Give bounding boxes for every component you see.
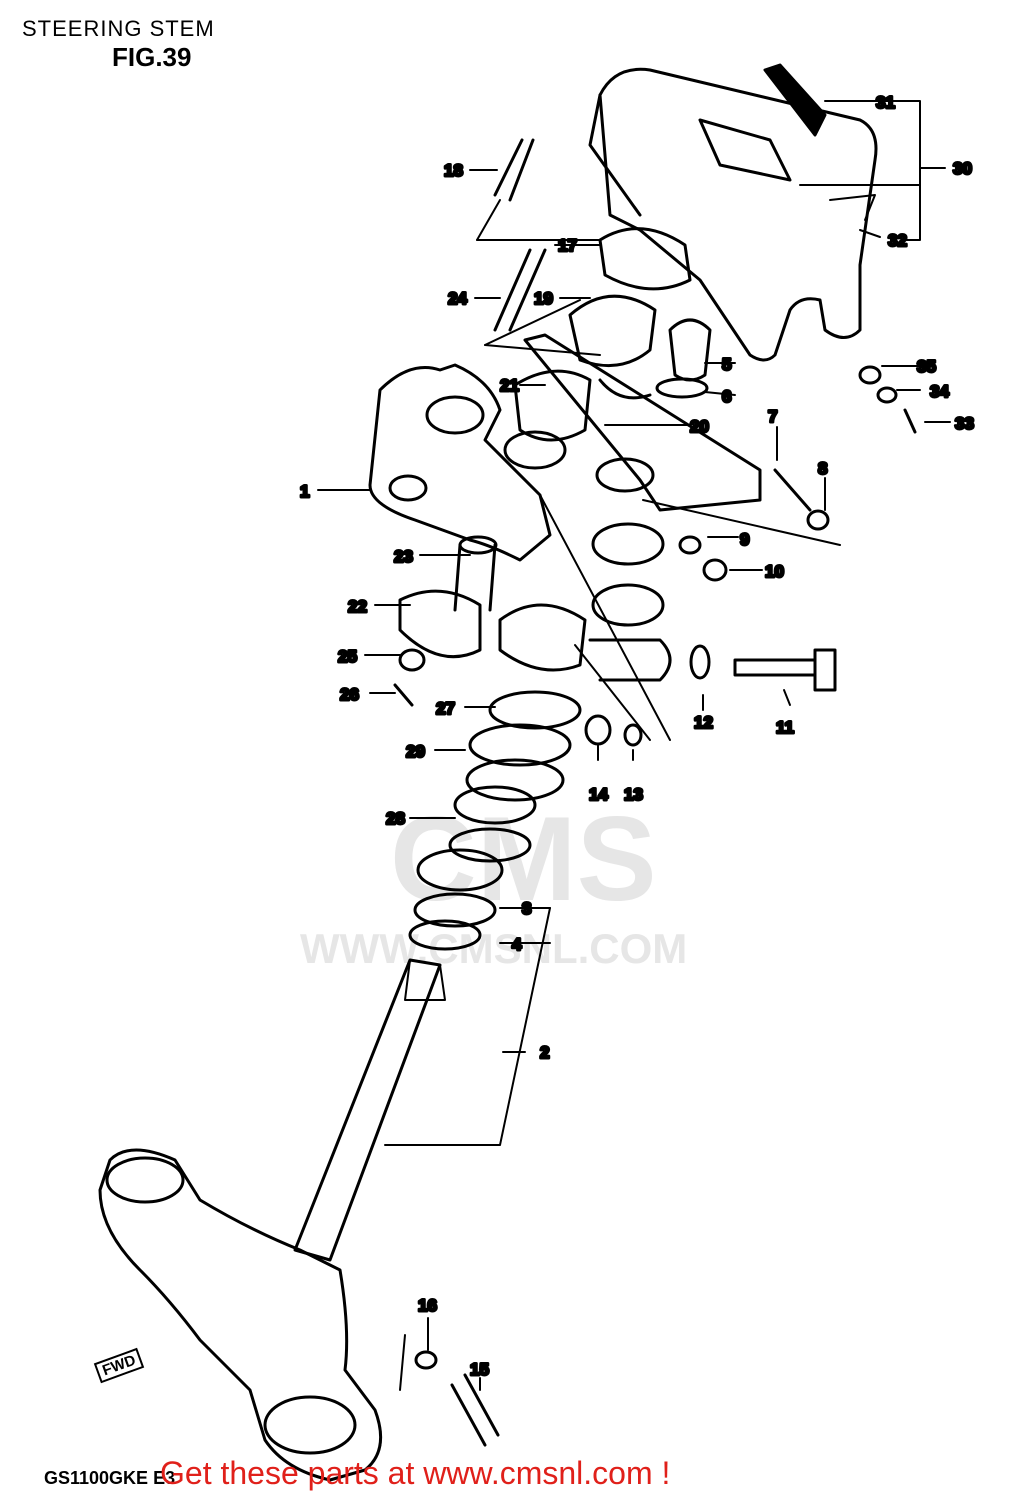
callout-13: 13: [624, 785, 643, 804]
callout-30: 30: [953, 159, 972, 178]
watermark-logo: CMS: [390, 792, 657, 926]
callout-15: 15: [470, 1360, 489, 1379]
callout-12: 12: [694, 713, 713, 732]
callout-23: 23: [394, 547, 413, 566]
callout-3: 3: [522, 899, 531, 918]
callout-7: 7: [768, 407, 777, 426]
callout-4: 4: [512, 935, 522, 954]
top-bracket: [523, 333, 762, 512]
callout-18: 18: [444, 161, 463, 180]
upper-bracket: [368, 363, 552, 562]
callout-16: 16: [418, 1296, 437, 1315]
callout-26: 26: [340, 685, 359, 704]
callout-35: 35: [917, 357, 936, 376]
steering-stem: [293, 958, 442, 1262]
callout-27: 27: [436, 699, 455, 718]
callout-28: 28: [386, 809, 405, 828]
page-title: STEERING STEM: [22, 16, 215, 41]
watermark-url: WWW.CMSNL.COM: [300, 925, 688, 972]
callout-10: 10: [765, 562, 784, 581]
lower-bracket: [98, 1148, 383, 1482]
callout-17: 17: [558, 236, 577, 255]
callout-29: 29: [406, 742, 425, 761]
callout-24: 24: [448, 289, 467, 308]
callout-9: 9: [740, 530, 749, 549]
callout-21: 21: [500, 376, 519, 395]
callout-32: 32: [888, 231, 907, 250]
callout-19: 19: [534, 289, 553, 308]
model-code: GS1100GKE E3: [44, 1468, 176, 1488]
callout-34: 34: [930, 382, 949, 401]
callout-6: 6: [722, 387, 731, 406]
cover-part: [598, 67, 878, 362]
callout-14: 14: [589, 785, 608, 804]
callout-20: 20: [690, 417, 709, 436]
callout-31: 31: [876, 93, 895, 112]
callout-2: 2: [540, 1043, 549, 1062]
callout-22: 22: [348, 597, 367, 616]
callout-5: 5: [722, 355, 731, 374]
callout-33: 33: [955, 414, 974, 433]
emblem-part: [763, 63, 827, 137]
callout-25: 25: [338, 647, 357, 666]
promo-link[interactable]: Get these parts at www.cmsnl.com !: [160, 1455, 671, 1491]
figure-number: FIG.39: [112, 42, 192, 72]
callout-8: 8: [818, 459, 827, 478]
callout-1: 1: [300, 482, 309, 501]
callout-11: 11: [776, 718, 794, 737]
